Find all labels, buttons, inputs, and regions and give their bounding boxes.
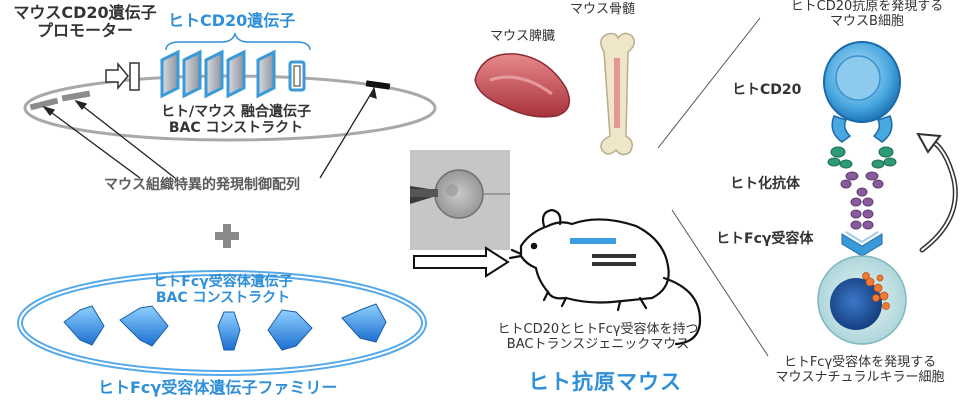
fusion-construct-label-line-1: ヒト/マウス 融合遺伝子 [161,104,311,120]
b-cell-label: ヒトCD20抗原を発現する マウスB細胞 [760,0,974,30]
mouse-transgene-marks [570,238,636,266]
fusion-construct-label-line-2: BAC コンストラクト [168,120,304,137]
fc-gene-family-label: ヒトFcγ受容体遺伝子ファミリー [98,378,338,397]
antibody-label: ヒト化抗体 [730,176,800,192]
b-cell-label-line-2: マウスB細胞 [830,13,904,29]
antibody-image [827,146,897,230]
human-cd20-exons [160,49,306,99]
fc-construct-label: ヒトFcγ受容体遺伝子 BAC コンストラクト [128,274,318,306]
cd20-label: ヒトCD20 [732,82,802,98]
mouse-caption: ヒトCD20とヒトFcγ受容体を持つ BACトランスジェニックマウス [478,322,718,353]
fc-construct-label-line-2: BAC コンストラクト [155,290,291,307]
nk-cell-label: ヒトFcγ受容体を発現する マウスナチュラルキラー細胞 [746,355,974,386]
human-gene-bracket [165,31,311,51]
mouse-caption-line-2: BACトランスジェニックマウス [506,336,690,352]
fusion-construct-label: ヒト/マウス 融合遺伝子 BAC コンストラクト [146,104,326,136]
fc-receptor-label: ヒトFcγ受容体 [716,231,814,247]
b-cell-image [823,41,901,143]
fc-construct-label-line-1: ヒトFcγ受容体遺伝子 [153,274,293,290]
fc-construct-ring [17,270,427,376]
bone-marrow-label: マウス骨髄 [570,2,636,17]
injection-arrow [413,246,510,278]
fc-receptor-image [841,231,883,257]
regulatory-arrows [42,86,377,179]
promoter-label-line-1: マウスCD20遺伝子 [13,3,157,22]
promoter-label-line-2: プロモーター [36,21,133,41]
divider-lines [657,17,769,357]
humanized-mouse-title: ヒト抗原マウス [528,370,682,394]
bone-marrow-image [600,32,635,156]
regulatory-sequence-label: マウス組織特異的発現制御配列 [104,177,300,193]
promoter-label: マウスCD20遺伝子 プロモーター [2,3,168,41]
b-cell-label-line-1: ヒトCD20抗原を発現する [790,0,944,14]
nk-cell-label-line-2: マウスナチュラルキラー細胞 [775,369,945,385]
promoter-marker [105,61,140,91]
nk-cell-image [817,255,907,345]
plus-icon [215,224,239,248]
fc-gene-arrows [63,303,387,351]
spleen-label: マウス脾臓 [490,29,556,44]
mouse-icon [508,208,702,346]
microinjection-photo [410,150,510,250]
cycle-arrow [916,132,958,253]
nk-cell-label-line-1: ヒトFcγ受容体を発現する [783,355,937,370]
spleen-image [474,53,571,118]
mouse-caption-line-1: ヒトCD20とヒトFcγ受容体を持つ [497,322,699,337]
spleen-highlight [489,75,553,96]
human-cd20-gene-label: ヒトCD20遺伝子 [168,11,296,30]
